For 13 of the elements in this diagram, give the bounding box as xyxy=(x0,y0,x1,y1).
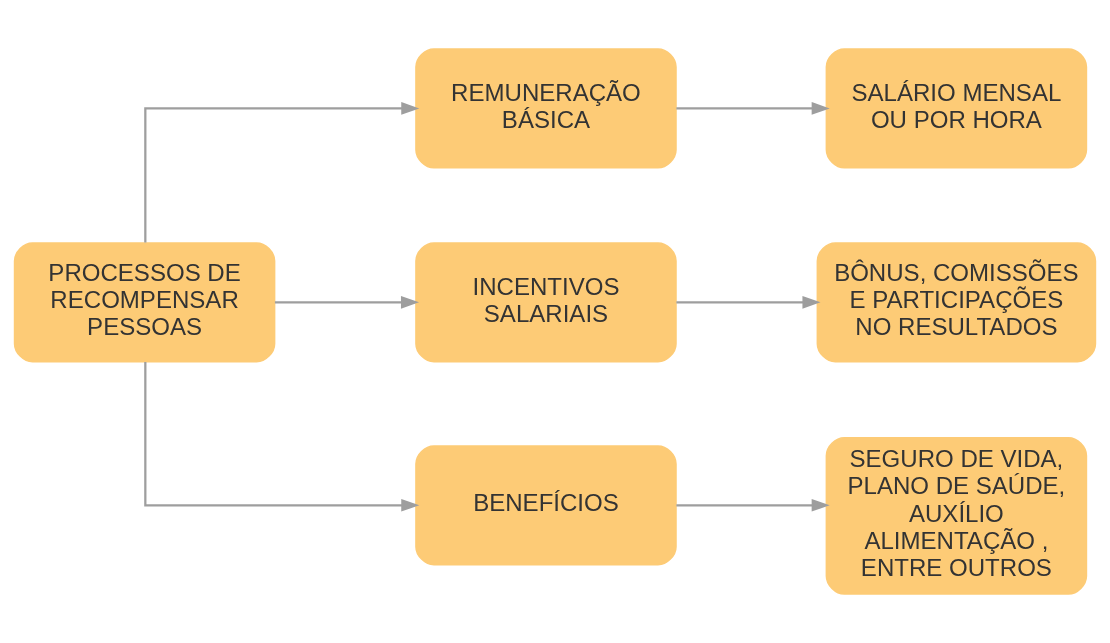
node-box: REMUNERAÇÃO BÁSICA xyxy=(415,48,677,169)
arrow xyxy=(676,296,821,309)
node-box: BENEFÍCIOS xyxy=(415,445,677,566)
arrow xyxy=(274,296,420,309)
arrow xyxy=(144,362,420,512)
node-box: SEGURO DE VIDA, PLANO DE SAÚDE, AUXÍLIO ALIMENTAÇÃO , ENTRE OUTROS xyxy=(825,436,1088,595)
arrow xyxy=(144,102,420,243)
node-box: BÔNUS, COMISSÕES E PARTICIPAÇÕES NO RESULTADOS xyxy=(816,242,1097,363)
arrow xyxy=(676,102,830,115)
node-box: SALÁRIO MENSAL OU POR HORA xyxy=(825,48,1088,169)
node-box: INCENTIVOS SALARIAIS xyxy=(415,242,677,363)
arrow xyxy=(676,498,830,512)
node-box: PROCESSOS DE RECOMPENSAR PESSOAS xyxy=(13,242,276,363)
